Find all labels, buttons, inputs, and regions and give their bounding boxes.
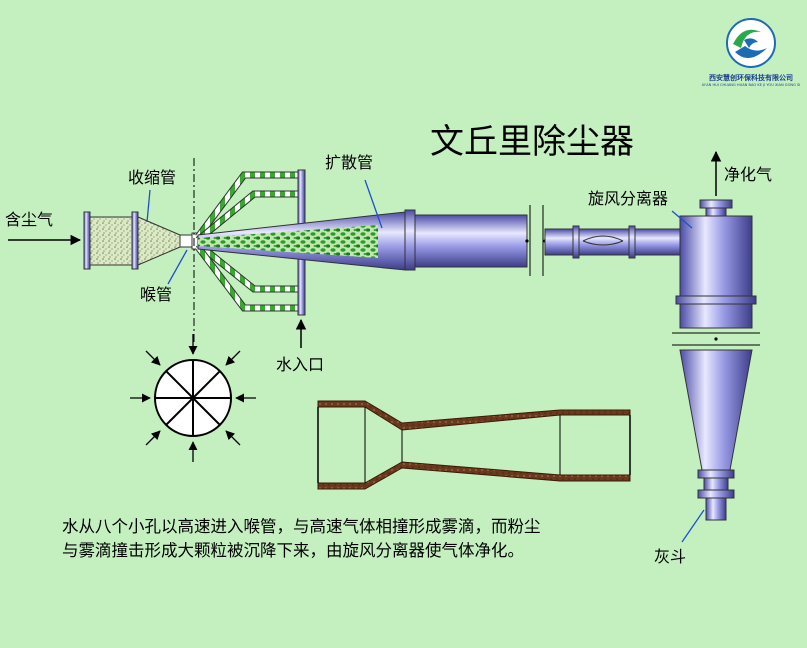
pointer-converging	[146, 189, 151, 223]
label-throat: 喉管	[140, 285, 172, 304]
caption-line-1: 水从八个小孔以高速进入喉管，与高速气体相撞形成雾滴，而粉尘	[62, 517, 541, 536]
inlet-flange-right	[131, 211, 139, 270]
water-injection-pipes: 水入口	[195, 169, 324, 374]
main-duct	[414, 214, 528, 268]
company-name: 西安慧创环保科技有限公司	[709, 73, 793, 82]
caption-line-2: 与雾滴撞击形成大颗粒被沉降下来，由旋风分离器使气体净化。	[62, 541, 524, 560]
throat-cross-section	[130, 334, 256, 462]
pointer-throat	[167, 249, 188, 285]
droplet-region	[198, 225, 378, 258]
label-inlet: 含尘气	[5, 210, 53, 229]
label-clean-gas: 净化气	[724, 165, 772, 184]
throat	[179, 234, 193, 248]
duct-flange	[404, 209, 416, 271]
inlet-flange-left	[83, 211, 91, 270]
ash-hopper-outlet	[705, 497, 727, 521]
inlet-duct	[89, 216, 133, 266]
label-diffuser: 扩散管	[325, 153, 373, 172]
pointer-cyclone	[671, 210, 693, 229]
company-logo: 西安慧创环保科技有限公司 XI'AN HUI CHUANG HUAN BAO K…	[702, 18, 801, 87]
label-ash-hopper: 灰斗	[654, 547, 686, 566]
venturi-profile	[317, 400, 631, 490]
inlet-section: 含尘气 收缩管 喉管	[5, 158, 199, 345]
pointer-diffuser	[364, 179, 383, 229]
company-name-en: XI'AN HUI CHUANG HUAN BAO KE JI YOU XIAN…	[702, 83, 801, 87]
label-cyclone: 旋风分离器	[588, 189, 668, 208]
cyclone-separator: 净化气 旋风分离器 灰斗	[588, 150, 772, 566]
cyclone-cone	[679, 349, 753, 471]
pointer-ash-hopper	[681, 509, 705, 543]
diagram-title: 文丘里除尘器	[430, 122, 634, 162]
connecting-pipe	[544, 225, 681, 259]
label-converging: 收缩管	[128, 168, 176, 187]
diffuser-section: 扩散管	[197, 153, 547, 276]
label-water-inlet: 水入口	[276, 355, 324, 374]
cyclone-body	[679, 215, 753, 297]
converging-cone	[137, 216, 181, 266]
company-logo-icon	[726, 18, 776, 68]
